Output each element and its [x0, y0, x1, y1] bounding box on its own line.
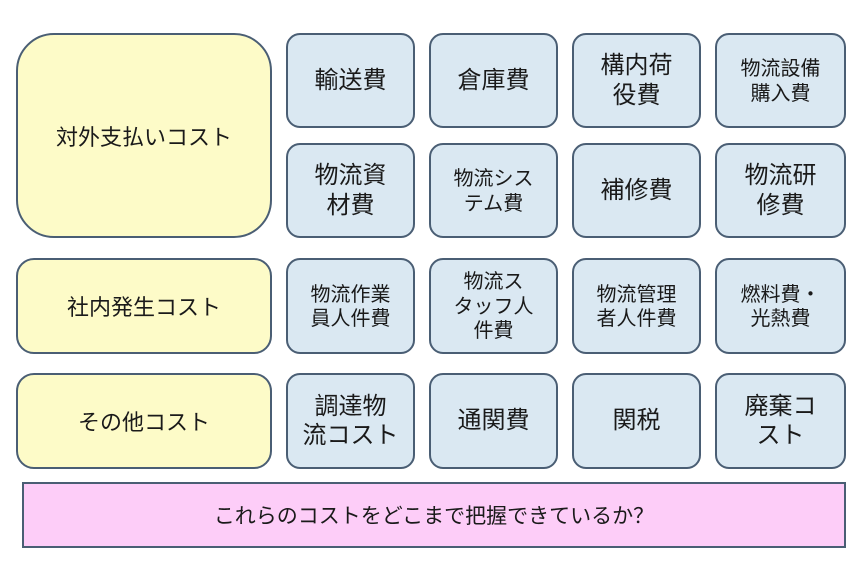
item-transport-cost: 輸送費 [286, 33, 415, 128]
item-label: 物流ス タッフ人 件費 [453, 269, 534, 343]
item-worker-labor-cost: 物流作業 員人件費 [286, 258, 415, 354]
category-internal-label: 社内発生コスト [66, 296, 221, 321]
item-equipment-purchase-cost: 物流設備 購入費 [715, 33, 846, 128]
item-repair-cost: 補修費 [572, 143, 701, 238]
item-label: 倉庫費 [457, 65, 530, 94]
item-manager-labor-cost: 物流管理 者人件費 [572, 258, 701, 354]
item-fuel-utilities-cost: 燃料費・ 光熱費 [715, 258, 846, 354]
item-label: 物流研 修費 [744, 161, 817, 219]
item-label: 燃料費・ 光熱費 [740, 281, 821, 330]
item-tariff: 関税 [572, 373, 701, 469]
item-label: 輸送費 [314, 65, 387, 94]
item-staff-labor-cost: 物流ス タッフ人 件費 [429, 258, 558, 354]
item-customs-cost: 通関費 [429, 373, 558, 469]
question-text: これらのコストをどこまで把握できているか？ [213, 504, 655, 528]
item-label: 物流作業 員人件費 [310, 281, 391, 330]
item-warehouse-cost: 倉庫費 [429, 33, 558, 128]
category-external-label: 対外支払いコスト [55, 125, 232, 151]
item-label: 通関費 [457, 406, 530, 435]
item-label: 補修費 [600, 175, 673, 204]
item-label: 物流管理 者人件費 [596, 281, 677, 330]
category-internal-costs: 社内発生コスト [16, 258, 272, 354]
item-onsite-handling-cost: 構内荷 役費 [572, 33, 701, 128]
item-label: 関税 [612, 406, 661, 435]
question-banner: これらのコストをどこまで把握できているか？ [22, 482, 846, 548]
item-label: 廃棄コ スト [744, 391, 817, 449]
item-label: 物流設備 購入費 [740, 56, 821, 105]
category-other-costs: その他コスト [16, 373, 272, 469]
item-label: 物流シス テム費 [453, 166, 534, 215]
category-other-label: その他コスト [77, 411, 210, 436]
item-label: 構内荷 役費 [600, 51, 673, 109]
item-training-cost: 物流研 修費 [715, 143, 846, 238]
item-materials-cost: 物流資 材費 [286, 143, 415, 238]
item-disposal-cost: 廃棄コ スト [715, 373, 846, 469]
category-external-costs: 対外支払いコスト [16, 33, 272, 238]
item-procurement-logistics-cost: 調達物 流コスト [286, 373, 415, 469]
item-label: 調達物 流コスト [302, 391, 399, 449]
item-label: 物流資 材費 [314, 161, 387, 219]
item-system-cost: 物流シス テム費 [429, 143, 558, 238]
